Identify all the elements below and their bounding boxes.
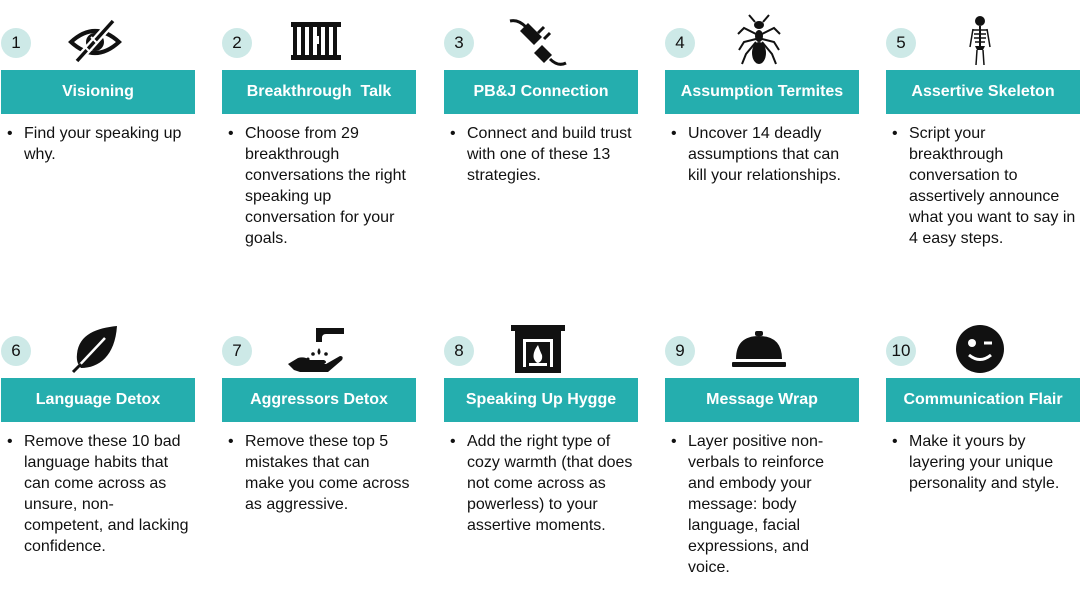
step-title: Visioning bbox=[1, 70, 195, 114]
skeleton-icon bbox=[950, 12, 1010, 70]
wink-face-icon bbox=[950, 320, 1010, 378]
step-title: Assertive Skeleton bbox=[886, 70, 1080, 114]
step-number-badge: 1 bbox=[1, 28, 31, 58]
step-description: Connect and build trust with one of thes… bbox=[450, 123, 634, 186]
description-bullet: Make it yours by layering your unique pe… bbox=[892, 431, 1076, 494]
faucet-hand-icon bbox=[286, 320, 346, 378]
step-title: PB&J Connection bbox=[444, 70, 638, 114]
description-bullet: Add the right type of cozy warmth (that … bbox=[450, 431, 634, 536]
step-description: Script your breakthrough conversation to… bbox=[892, 123, 1076, 249]
description-bullet: Connect and build trust with one of thes… bbox=[450, 123, 634, 186]
step-title: Message Wrap bbox=[665, 378, 859, 422]
step-description: Find your speaking up why. bbox=[7, 123, 191, 165]
step-title: Speaking Up Hygge bbox=[444, 378, 638, 422]
step-number-badge: 9 bbox=[665, 336, 695, 366]
step-title: Language Detox bbox=[1, 378, 195, 422]
step-number-badge: 4 bbox=[665, 28, 695, 58]
step-description: Make it yours by layering your unique pe… bbox=[892, 431, 1076, 494]
description-bullet: Uncover 14 deadly assumptions that can k… bbox=[671, 123, 855, 186]
description-bullet: Script your breakthrough conversation to… bbox=[892, 123, 1076, 249]
leaf-icon bbox=[65, 320, 125, 378]
description-bullet: Choose from 29 breakthrough conversation… bbox=[228, 123, 412, 249]
step-description: Uncover 14 deadly assumptions that can k… bbox=[671, 123, 855, 186]
ant-icon bbox=[729, 12, 789, 70]
step-title: Communication Flair bbox=[886, 378, 1080, 422]
step-title: Aggressors Detox bbox=[222, 378, 416, 422]
description-bullet: Remove these 10 bad language habits that… bbox=[7, 431, 191, 557]
fence-icon bbox=[286, 12, 346, 70]
step-number-badge: 8 bbox=[444, 336, 474, 366]
description-bullet: Layer positive non-verbals to reinforce … bbox=[671, 431, 855, 578]
step-title: Breakthrough Talk bbox=[222, 70, 416, 114]
step-description: Remove these 10 bad language habits that… bbox=[7, 431, 191, 557]
fireplace-icon bbox=[508, 320, 568, 378]
step-number-badge: 7 bbox=[222, 336, 252, 366]
plug-icon bbox=[508, 12, 568, 70]
step-number-badge: 2 bbox=[222, 28, 252, 58]
step-number-badge: 10 bbox=[886, 336, 916, 366]
step-description: Remove these top 5 mistakes that can mak… bbox=[228, 431, 412, 515]
description-bullet: Remove these top 5 mistakes that can mak… bbox=[228, 431, 412, 515]
hidden-eye-icon bbox=[65, 12, 125, 70]
step-description: Add the right type of cozy warmth (that … bbox=[450, 431, 634, 536]
step-number-badge: 6 bbox=[1, 336, 31, 366]
step-title: Assumption Termites bbox=[665, 70, 859, 114]
step-number-badge: 5 bbox=[886, 28, 916, 58]
cloche-icon bbox=[729, 320, 789, 378]
step-number-badge: 3 bbox=[444, 28, 474, 58]
description-bullet: Find your speaking up why. bbox=[7, 123, 191, 165]
step-description: Layer positive non-verbals to reinforce … bbox=[671, 431, 855, 578]
step-description: Choose from 29 breakthrough conversation… bbox=[228, 123, 412, 249]
